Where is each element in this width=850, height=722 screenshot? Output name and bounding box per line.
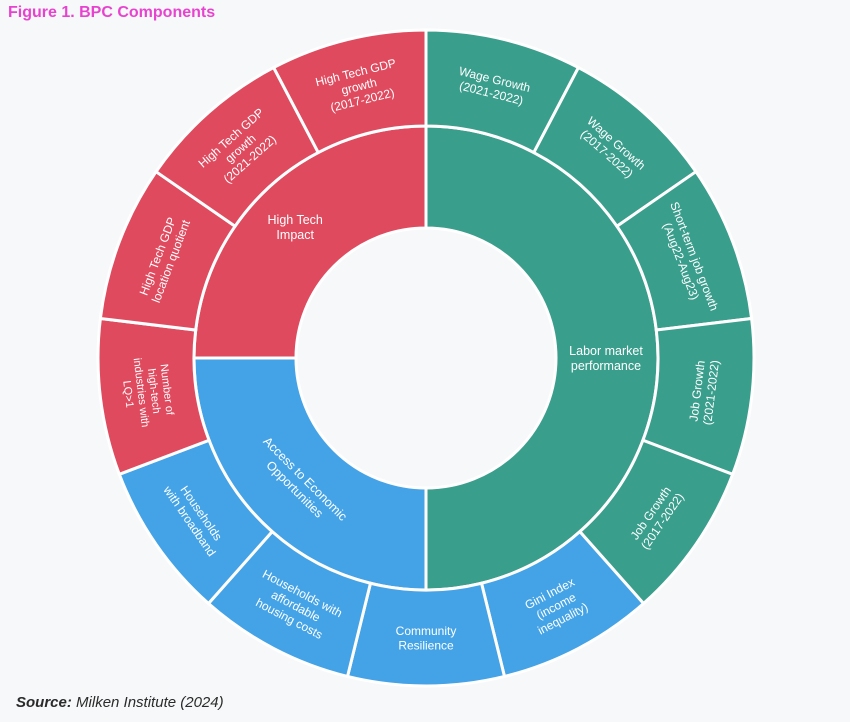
inner-label-labor-market-performance-line-1: Labor market xyxy=(569,344,643,358)
inner-label-high-tech-impact-line-1: High Tech xyxy=(268,213,323,227)
source-text: Milken Institute (2024) xyxy=(76,694,224,711)
outer-segment-13 xyxy=(153,65,321,229)
figure-title: Figure 1. BPC Components xyxy=(8,4,216,21)
source-note: Source: Milken Institute (2024) xyxy=(16,694,224,711)
inner-label-high-tech-impact-line-2: Impact xyxy=(276,228,314,242)
outer-label-8-line-1: Community xyxy=(396,624,457,638)
inner-label-labor-market-performance-line-2: performance xyxy=(571,359,641,373)
outer-label-11-line-4: LQ>1 xyxy=(120,380,135,408)
outer-label-8-line-2: Resilience xyxy=(398,638,454,652)
outer-label-11-line-2: high-tech xyxy=(145,368,162,414)
sunburst-segments xyxy=(96,28,756,688)
source-label: Source: xyxy=(16,694,72,711)
